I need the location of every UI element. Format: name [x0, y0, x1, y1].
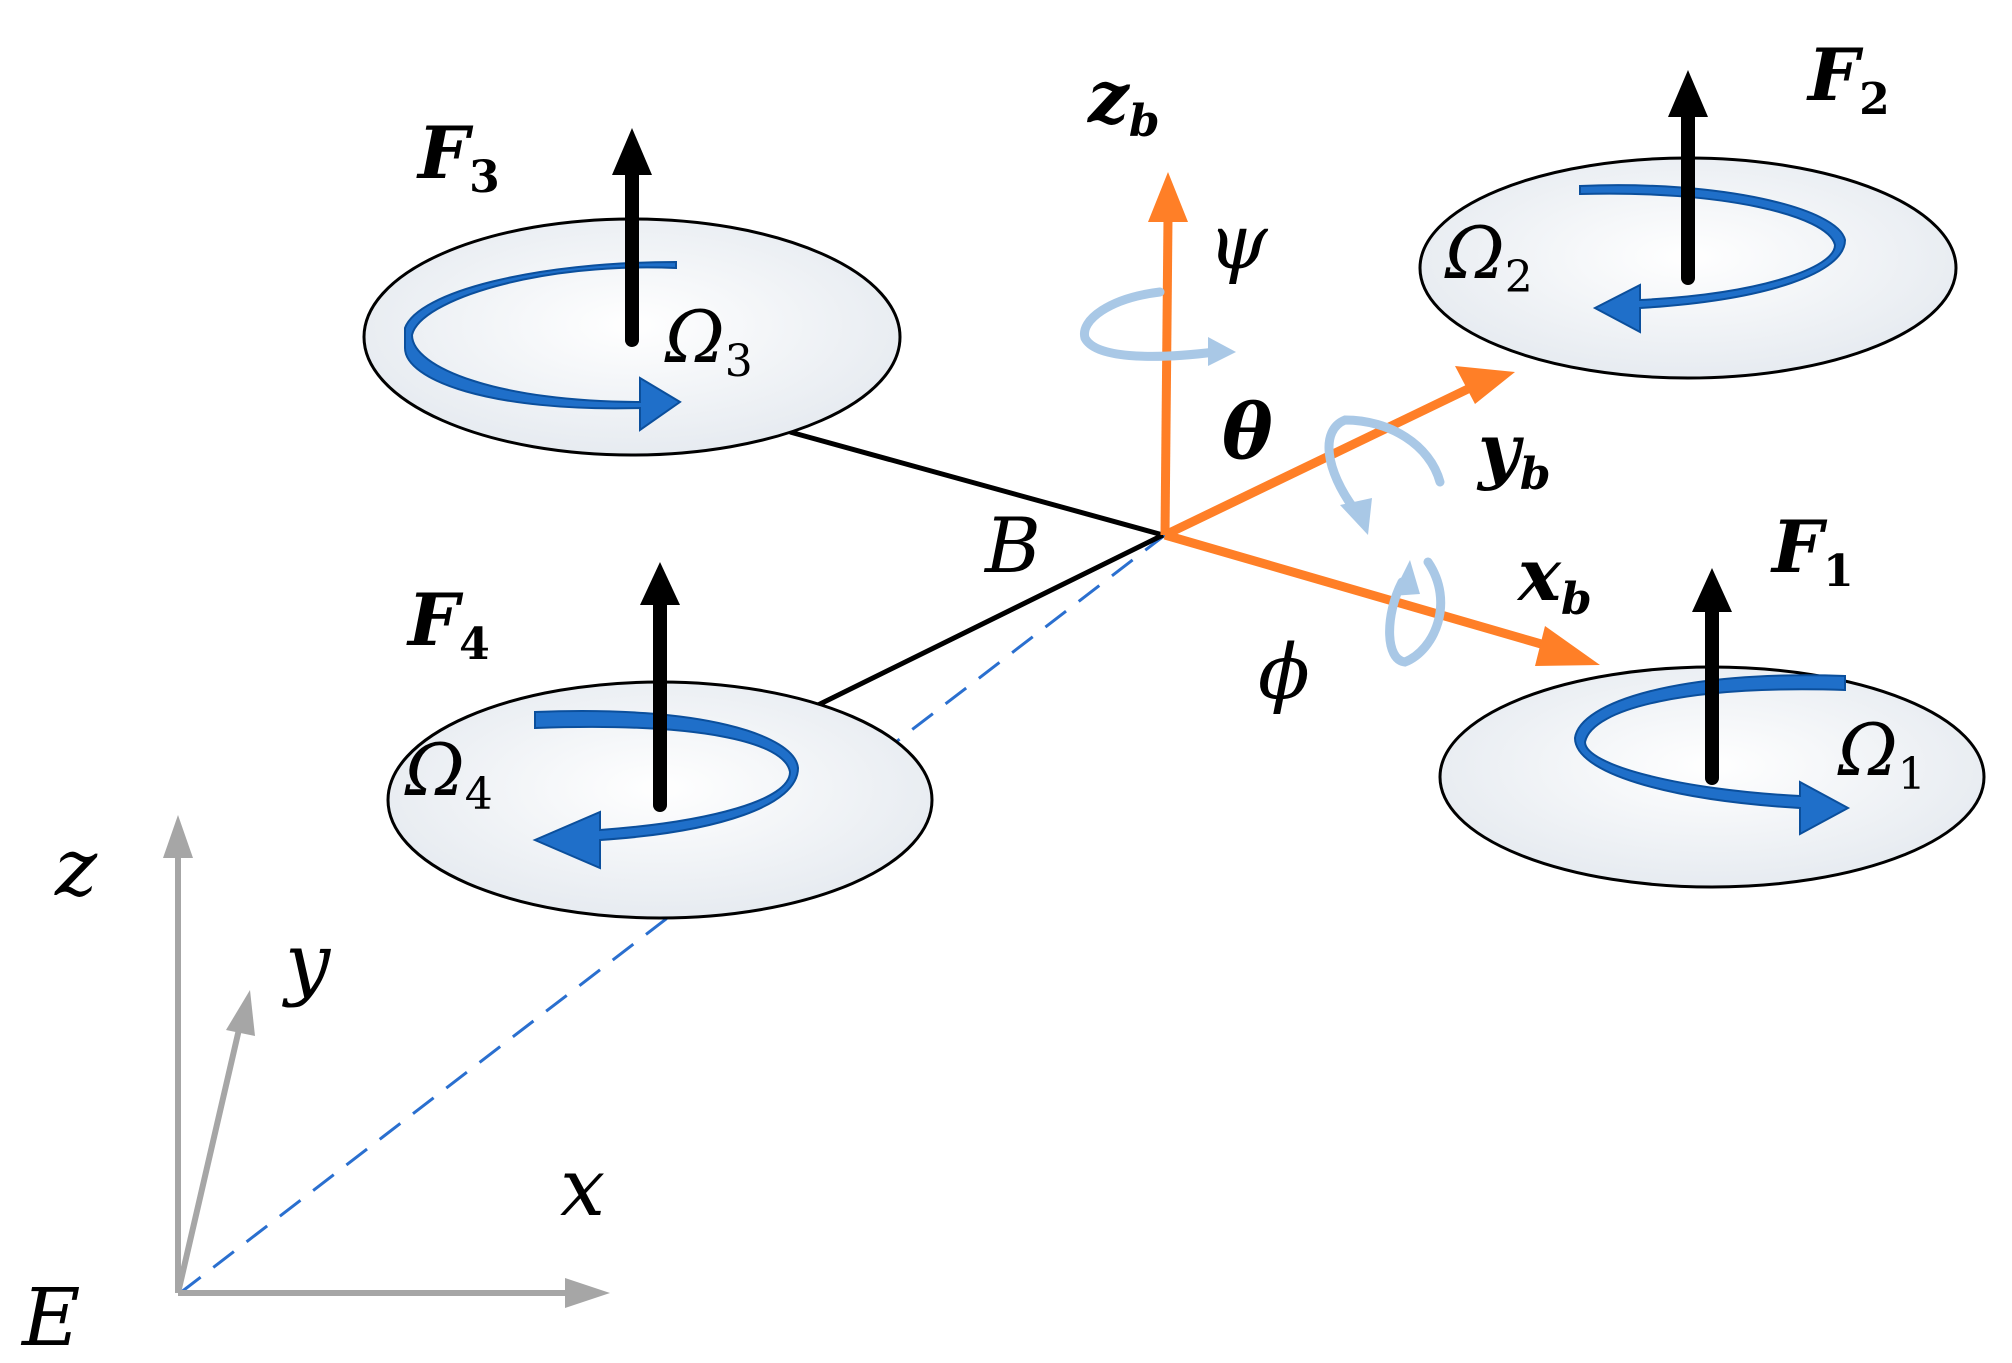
rotor-3: [362, 128, 902, 457]
Omega4-label: Ω4: [404, 728, 493, 820]
rotor-2: [1418, 70, 1958, 380]
earth-z-label: z: [54, 821, 98, 914]
earth-origin-label: E: [20, 1271, 80, 1363]
phi-rotation-arrowhead: [1392, 560, 1420, 596]
Omega3-label: Ω3: [664, 295, 753, 387]
earth-y-arrowhead: [226, 990, 255, 1036]
rotor-1-spin-arrow: [1573, 674, 1851, 836]
labels: F3 Ω3 F2 Ω2 F4 Ω4 F1 Ω1 zb yb xb ψ θ ϕ B…: [20, 32, 1926, 1363]
body-frame: [1148, 172, 1600, 666]
earth-y-axis: [175, 1024, 243, 1294]
phi-rotation-arrow: [1385, 557, 1446, 667]
body-zb-axis: [1160, 217, 1173, 536]
body-yb-axis: [1163, 383, 1472, 540]
theta-label: θ: [1222, 387, 1273, 476]
psi-rotation-arrow: [1080, 287, 1220, 361]
Omega2-label: Ω2: [1444, 211, 1533, 303]
angle-arrows: [1080, 287, 1446, 667]
F4-label: F4: [406, 577, 490, 670]
rotor-4-spin-arrow: [532, 709, 800, 870]
rotor-3-thrust-arrowhead: [612, 128, 652, 175]
phi-label: ϕ: [1258, 627, 1310, 716]
arm-rotor-3: [789, 429, 1164, 538]
rotor-2-thrust-arrowhead: [1668, 70, 1708, 117]
body-zb-arrowhead: [1148, 172, 1188, 222]
yb-label: yb: [1476, 407, 1551, 500]
theta-rotation-arrow: [1324, 415, 1445, 515]
F3-label: F3: [416, 110, 500, 203]
rotor-1: [1438, 568, 1986, 889]
F1-label: F1: [1770, 504, 1854, 597]
earth-x-label: x: [560, 1141, 605, 1234]
earth-z-arrowhead: [163, 815, 193, 858]
earth-y-label: y: [282, 916, 332, 1009]
arm-rotor-4: [816, 532, 1165, 708]
body-xb-axis: [1163, 530, 1557, 653]
rotor-2-spin-arrow: [1579, 184, 1847, 334]
body-origin-label: B: [983, 501, 1041, 590]
rotor-4: [386, 562, 934, 920]
zb-label: zb: [1086, 54, 1160, 147]
psi-rotation-arrowhead: [1208, 337, 1236, 366]
psi-label: ψ: [1208, 197, 1269, 286]
F2-label: F2: [1806, 32, 1890, 125]
rotor-4-thrust-arrowhead: [640, 562, 680, 605]
earth-x-arrowhead: [565, 1278, 610, 1308]
earth-frame: [163, 815, 610, 1308]
Omega1-label: Ω1: [1837, 708, 1926, 800]
theta-rotation-arrowhead: [1340, 498, 1372, 535]
body-yb-arrowhead: [1455, 366, 1515, 404]
body-xb-arrowhead: [1535, 626, 1600, 666]
rotor-3-spin-arrow: [404, 260, 682, 432]
rotor-1-thrust-arrowhead: [1692, 568, 1732, 612]
xb-label: xb: [1516, 532, 1592, 625]
